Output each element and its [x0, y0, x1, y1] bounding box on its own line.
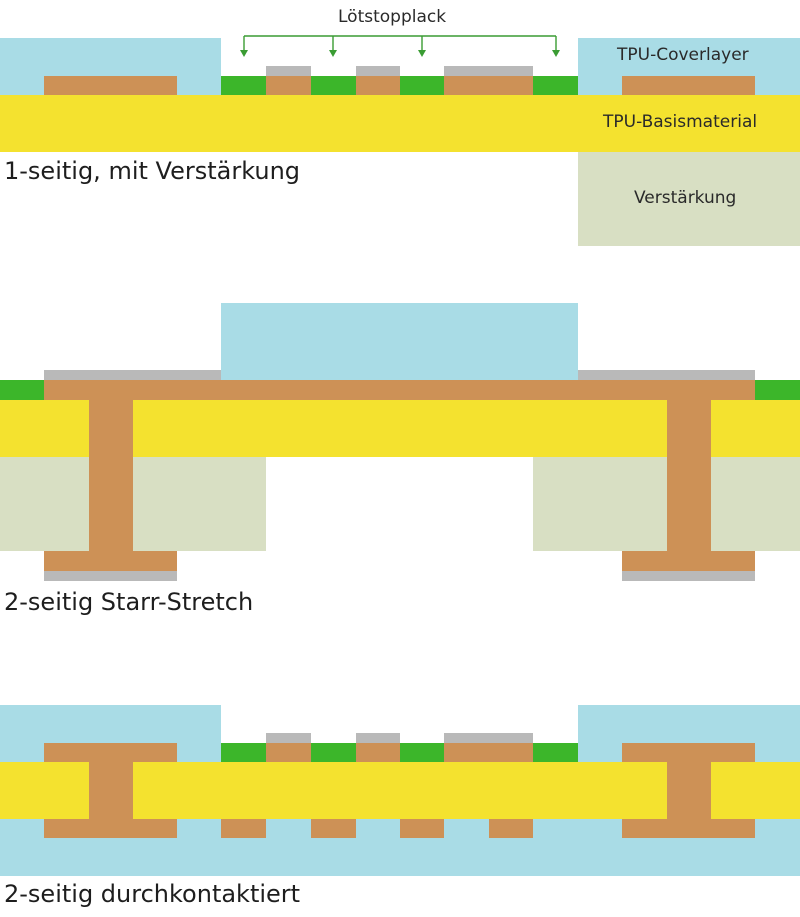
copper-pad-bottom [44, 551, 177, 571]
copper-trace-bottom [44, 819, 177, 838]
via-barrel [89, 762, 133, 819]
section-caption: 2-seitig Starr-Stretch [4, 588, 254, 616]
solder-mask-segment [400, 743, 444, 762]
tpu-base-layer [0, 762, 800, 819]
stiffener-block [533, 457, 800, 551]
solder-mask-pointer-arrows [240, 35, 560, 57]
copper-pad [444, 76, 533, 95]
copper-pad [356, 743, 400, 762]
solder-mask-segment [221, 743, 266, 762]
via-barrel [89, 400, 133, 551]
surface-finish [266, 66, 311, 76]
tpu-base-layer [0, 400, 800, 457]
via-barrel [667, 400, 711, 551]
solder-mask-segment [221, 76, 266, 95]
copper-pad [444, 743, 533, 762]
section-caption: 2-seitig durchkontaktiert [4, 880, 301, 908]
stiffener-label: Verstärkung [634, 188, 737, 208]
tpu-base-layer [0, 95, 800, 152]
solder-mask-segment [311, 743, 356, 762]
coverlayer-center [221, 303, 578, 380]
surface-finish [444, 733, 533, 743]
copper-trace-bottom [221, 819, 266, 838]
copper-trace-bottom [400, 819, 444, 838]
solder-mask-segment [311, 76, 356, 95]
copper-trace [44, 76, 177, 95]
section-caption: 1-seitig, mit Verstärkung [4, 157, 301, 185]
solder-mask-segment [533, 743, 578, 762]
via-barrel [667, 762, 711, 819]
copper-pad [266, 743, 311, 762]
solder-mask-segment [0, 380, 44, 400]
stiffener-block [0, 457, 266, 551]
solder-mask-segment [755, 380, 800, 400]
stiffener-block [578, 152, 800, 246]
tpu-coverlayer-label: TPU-Coverlayer [617, 45, 749, 65]
surface-finish [356, 66, 400, 76]
surface-finish [356, 733, 400, 743]
copper-pad [356, 76, 400, 95]
surface-finish [266, 733, 311, 743]
surface-finish [578, 370, 755, 380]
copper-trace-bottom [622, 819, 755, 838]
surface-finish [622, 571, 755, 581]
copper-top-layer [44, 380, 755, 400]
solder-mask-segment [400, 76, 444, 95]
copper-trace-bottom [489, 819, 533, 838]
surface-finish [444, 66, 533, 76]
surface-finish [44, 370, 221, 380]
copper-trace [622, 743, 755, 762]
copper-pad [266, 76, 311, 95]
copper-trace [44, 743, 177, 762]
solder-mask-segment [533, 76, 578, 95]
copper-pad-bottom [622, 551, 755, 571]
copper-trace [622, 76, 755, 95]
surface-finish [44, 571, 177, 581]
solder-mask-label: Lötstopplack [338, 7, 447, 27]
copper-trace-bottom [311, 819, 356, 838]
tpu-base-material-label: TPU-Basismaterial [603, 112, 758, 132]
